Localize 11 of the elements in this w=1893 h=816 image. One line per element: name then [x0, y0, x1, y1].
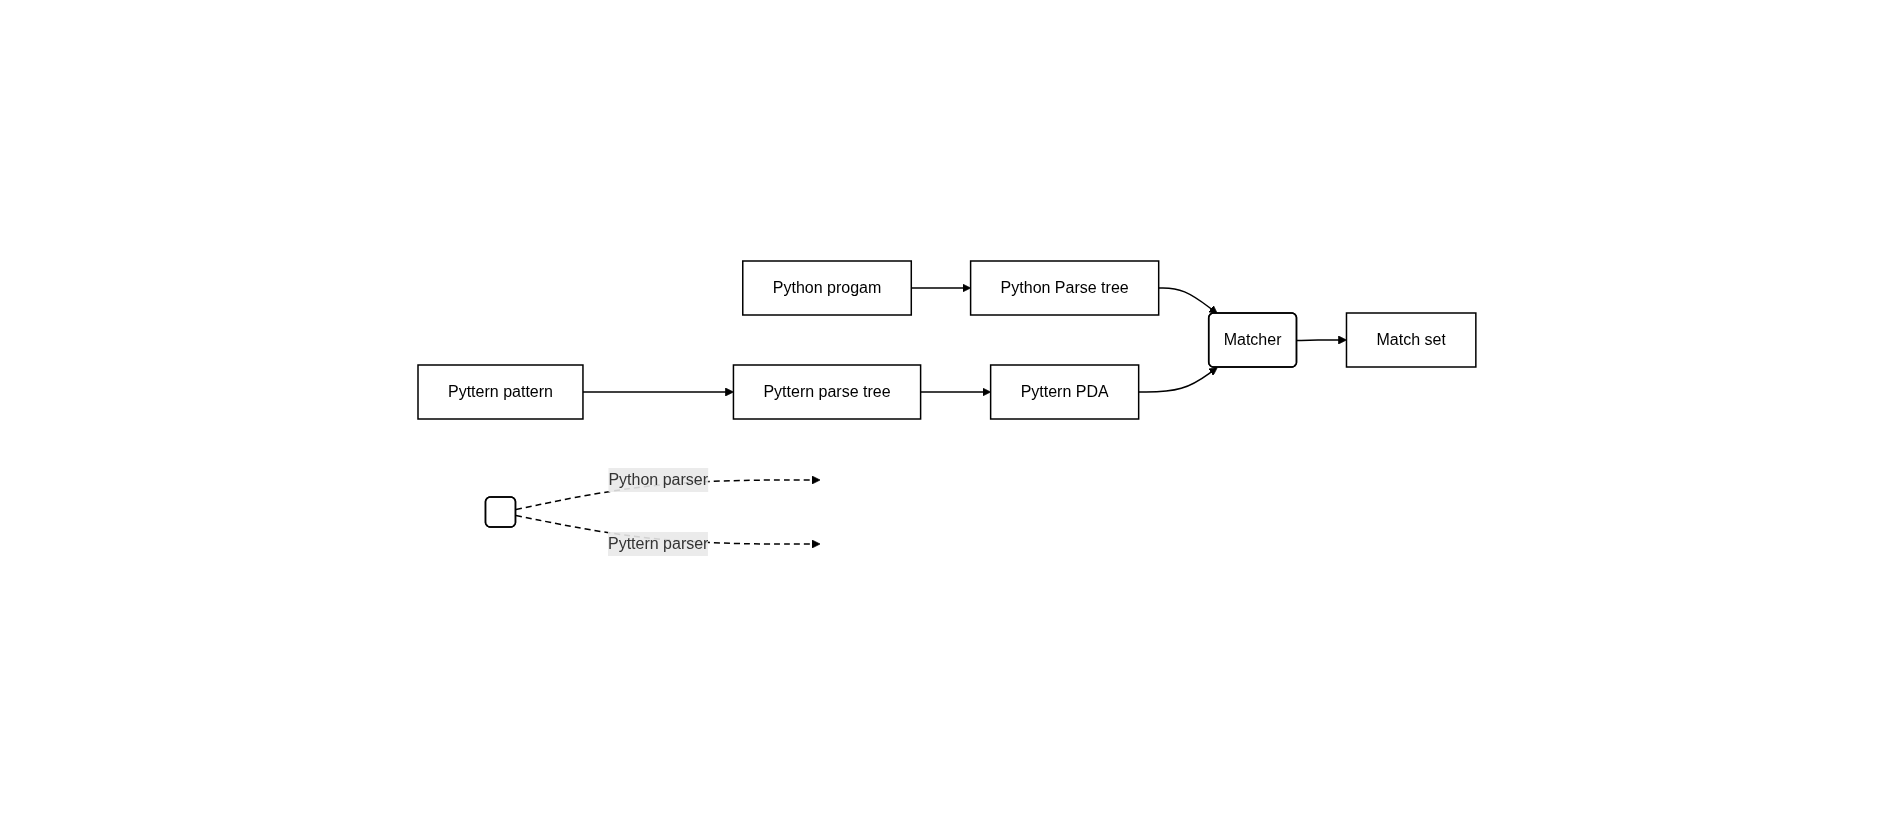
process-box: Pyttern pattern	[416, 363, 584, 420]
edge-label: Pyttern parser	[607, 531, 708, 556]
rounded-process-box	[484, 495, 516, 528]
arrow	[910, 283, 971, 292]
process-box: Pyttern PDA	[989, 363, 1139, 420]
process-box: Python progam	[741, 259, 912, 316]
edge-label: Python parser	[607, 467, 708, 492]
rounded-process-box: Matcher	[1207, 311, 1297, 368]
process-box: Python Parse tree	[969, 259, 1159, 316]
process-box: Match set	[1345, 311, 1477, 368]
process-box: Pyttern parse tree	[732, 363, 921, 420]
